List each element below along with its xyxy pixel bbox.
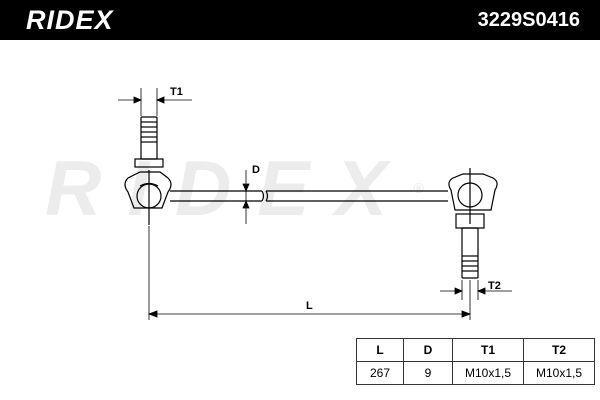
- t1-dimension: [118, 88, 192, 116]
- brand-watermark: RIDEX®: [45, 148, 424, 228]
- spec-table-header-row: L D T1 T2: [356, 338, 595, 362]
- spec-table: L D T1 T2 267 9 M10x1,5 M10x1,5: [356, 338, 595, 385]
- t1-label: T1: [170, 86, 183, 98]
- spec-value-t2: M10x1,5: [523, 361, 595, 385]
- header-bar: RIDEX 3229S0416: [0, 0, 600, 40]
- part-number: 3229S0416: [477, 9, 580, 31]
- left-ball-joint: [124, 116, 172, 225]
- spec-value-l: 267: [356, 361, 404, 385]
- right-ball-joint: [448, 168, 498, 279]
- d-label: D: [252, 164, 260, 176]
- spec-value-t1: M10x1,5: [452, 361, 524, 385]
- l-label: L: [306, 300, 313, 312]
- d-dimension: [242, 170, 250, 224]
- spec-header-d: D: [403, 338, 453, 362]
- watermark-registered: ®: [413, 180, 424, 196]
- spec-header-l: L: [356, 338, 404, 362]
- spec-header-t1: T1: [452, 338, 524, 362]
- watermark-text: RIDEX: [45, 144, 414, 232]
- link-rod: [170, 190, 448, 202]
- t2-dimension: [440, 280, 512, 300]
- l-dimension: [147, 226, 472, 320]
- spec-table-value-row: 267 9 M10x1,5 M10x1,5: [356, 361, 595, 385]
- brand-logo: RIDEX: [26, 5, 114, 35]
- spec-header-t2: T2: [523, 338, 595, 362]
- spec-value-d: 9: [403, 361, 453, 385]
- stabilizer-link-drawing: [118, 88, 512, 320]
- t2-label: T2: [488, 280, 501, 292]
